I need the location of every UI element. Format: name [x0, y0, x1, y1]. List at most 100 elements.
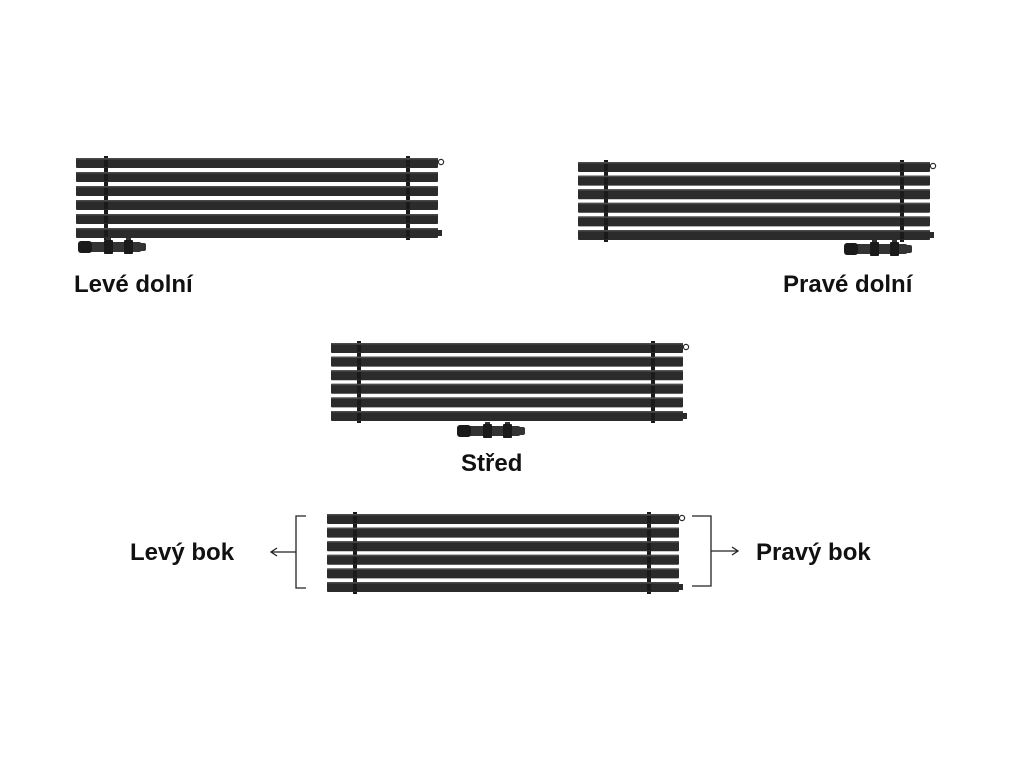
radiator-bar-highlight [578, 162, 930, 164]
radiator-strut-joint [604, 204, 608, 212]
radiator-strut-joint [900, 164, 904, 171]
thermostatic-valve-icon [457, 422, 525, 438]
radiator-strut-joint [357, 413, 361, 420]
radiator-bar [578, 230, 930, 240]
radiator-bar [76, 214, 438, 224]
radiator-bar [578, 216, 930, 227]
bracket-left [295, 515, 306, 589]
thermostatic-valve-icon [78, 238, 146, 254]
air-vent-icon [678, 514, 686, 522]
valve-cap [136, 243, 146, 251]
radiator-bar-highlight [578, 230, 930, 232]
radiator-bar-highlight [76, 200, 438, 202]
radiator-strut [651, 341, 655, 423]
valve-nut [483, 424, 492, 438]
radiator-bar [76, 158, 438, 168]
radiator-bar [578, 189, 930, 200]
valve-nut [104, 240, 113, 254]
radiator-strut-joint [900, 191, 904, 199]
radiator-bar-highlight [331, 383, 683, 386]
radiator-strut [647, 512, 651, 594]
radiator-strut-joint [104, 160, 108, 167]
radiator-bar [76, 172, 438, 182]
radiator-strut-joint [406, 160, 410, 167]
radiator-strut-joint [353, 556, 357, 564]
radiator-strut-joint [406, 202, 410, 209]
radiator-strut [406, 156, 410, 240]
radiator-strut-joint [900, 177, 904, 185]
radiator-strut-joint [651, 345, 655, 352]
valve-head [844, 243, 858, 255]
radiator-strut-joint [647, 543, 651, 551]
valve-cap [515, 427, 525, 435]
label-right-bottom: Pravé dolní [783, 271, 913, 298]
radiator-bar-highlight [327, 568, 679, 570]
radiator-strut-joint [647, 529, 651, 537]
radiator-strut-joint [104, 188, 108, 195]
radiator-strut-joint [357, 358, 361, 366]
radiator-strut-joint [647, 516, 651, 523]
radiator-bar-highlight [331, 411, 683, 413]
radiator-bar-highlight [327, 541, 679, 543]
radiator-strut-joint [353, 584, 357, 591]
radiator-strut-joint [651, 358, 655, 366]
side-connection-brackets [269, 515, 740, 589]
radiator-strut-joint [647, 556, 651, 564]
radiator-bar [327, 568, 679, 579]
valve-head [78, 241, 92, 253]
radiator-bar [331, 370, 683, 381]
radiator-bar [76, 228, 438, 238]
radiator-strut-joint [353, 516, 357, 523]
label-right-side: Pravý bok [756, 539, 871, 566]
radiator-bar-highlight [327, 582, 679, 584]
radiator-bar [327, 527, 679, 538]
valve-body [852, 244, 908, 254]
radiator-bar-highlight [327, 527, 679, 530]
radiator-strut [900, 160, 904, 242]
radiator-bar [331, 383, 683, 394]
radiator-bar [578, 202, 930, 213]
radiator-bar [331, 397, 683, 408]
radiator-strut-joint [353, 543, 357, 551]
arrow-left-head [269, 547, 278, 557]
radiator-strut-joint [104, 174, 108, 181]
arrow-right-head [731, 546, 740, 556]
radiator-strut-joint [406, 230, 410, 237]
radiator-bar-highlight [327, 554, 679, 557]
drain-plug-icon [930, 232, 934, 238]
valve-head [457, 425, 471, 437]
bracket-right [692, 515, 712, 587]
radiator-bar [331, 356, 683, 367]
drain-plug-icon [438, 230, 442, 236]
label-left-bottom: Levé dolní [74, 271, 193, 298]
radiator-strut-joint [900, 232, 904, 239]
radiator-strut [104, 156, 108, 240]
radiator-strut-joint [604, 218, 608, 226]
radiator-bar-highlight [578, 189, 930, 191]
drain-plug-icon [679, 584, 683, 590]
radiator-bar-highlight [578, 216, 930, 218]
air-vent-icon [929, 162, 937, 170]
radiator-bar-highlight [578, 175, 930, 178]
valve-nut [890, 242, 899, 256]
radiator-bar [327, 582, 679, 592]
radiator-strut-joint [353, 529, 357, 537]
valve-nut [870, 242, 879, 256]
radiator-strut-joint [104, 230, 108, 237]
radiator-strut-joint [353, 570, 357, 578]
radiator-strut-joint [104, 216, 108, 223]
radiator-bar-highlight [76, 158, 438, 160]
radiator-bar-highlight [76, 186, 438, 188]
radiator-bar [76, 186, 438, 196]
valve-body [465, 426, 521, 436]
radiator-bar-highlight [76, 214, 438, 216]
radiator-strut-joint [406, 216, 410, 223]
radiator-strut-joint [406, 188, 410, 195]
radiator-bar-highlight [76, 172, 438, 174]
label-left-side: Levý bok [130, 539, 235, 566]
radiator-bar-highlight [331, 343, 683, 345]
drain-plug-icon [683, 413, 687, 419]
valve-nut [124, 240, 133, 254]
